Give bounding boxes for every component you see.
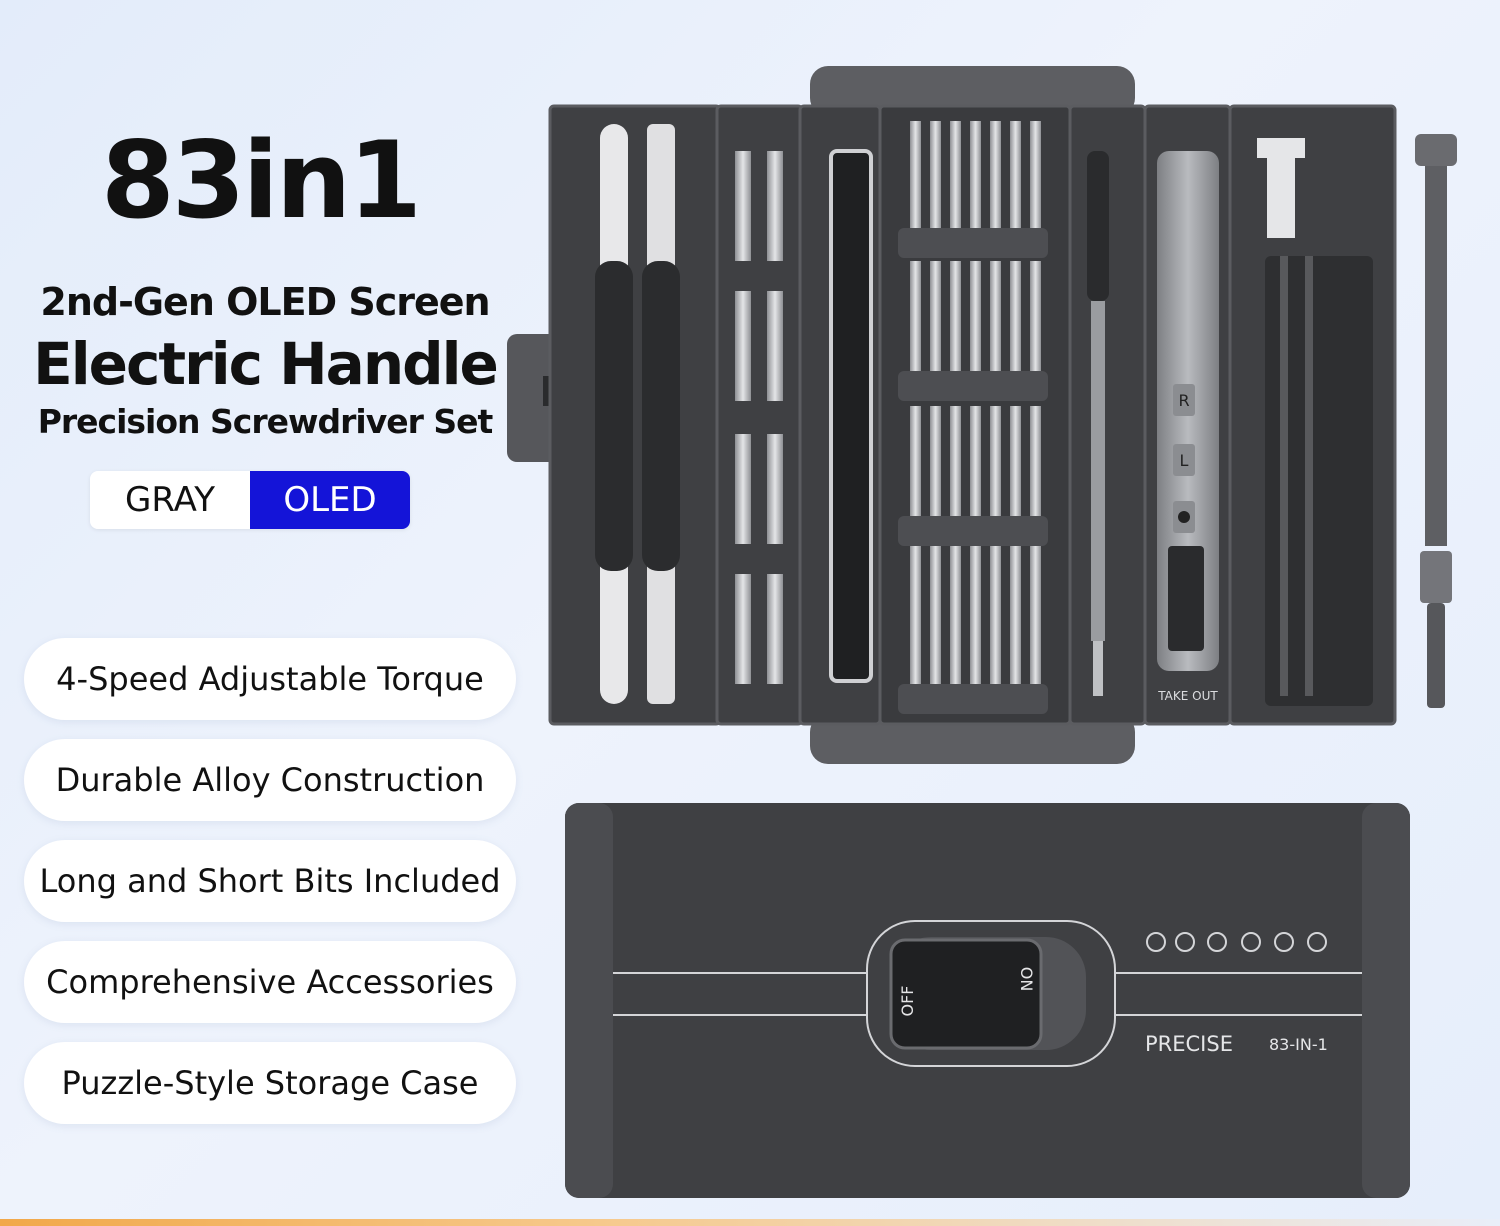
variant-option-oled[interactable]: OLED bbox=[250, 471, 410, 529]
feature-pill-alloy: Durable Alloy Construction bbox=[24, 739, 516, 821]
take-out-label: TAKE OUT bbox=[1157, 689, 1218, 703]
subtitle-precision-set: Precision Screwdriver Set bbox=[37, 402, 494, 441]
feature-pill-bits: Long and Short Bits Included bbox=[24, 840, 516, 922]
bottom-accent-bar bbox=[0, 1219, 1500, 1226]
closed-case-image: OFF ON PRECISE 83-IN-1 bbox=[565, 803, 1410, 1198]
driver-button-r: R bbox=[1178, 391, 1189, 410]
feature-pill-storage: Puzzle-Style Storage Case bbox=[24, 1042, 516, 1124]
brand-label: PRECISE bbox=[1145, 1032, 1233, 1056]
feature-pill-accessories: Comprehensive Accessories bbox=[24, 941, 516, 1023]
headline: 83in1 bbox=[100, 119, 422, 242]
switch-on-label: ON bbox=[1017, 967, 1036, 992]
open-toolkit-image: R L TAKE OUT bbox=[507, 66, 1457, 764]
switch-off-label: OFF bbox=[898, 986, 917, 1017]
subtitle-oled-screen: 2nd-Gen OLED Screen bbox=[40, 280, 490, 324]
subtitle-electric-handle: Electric Handle bbox=[33, 330, 499, 398]
variant-option-gray[interactable]: GRAY bbox=[90, 471, 250, 529]
driver-button-l: L bbox=[1180, 451, 1189, 470]
variant-toggle: GRAY OLED bbox=[90, 471, 410, 529]
feature-pill-torque: 4-Speed Adjustable Torque bbox=[24, 638, 516, 720]
model-label: 83-IN-1 bbox=[1269, 1035, 1328, 1054]
